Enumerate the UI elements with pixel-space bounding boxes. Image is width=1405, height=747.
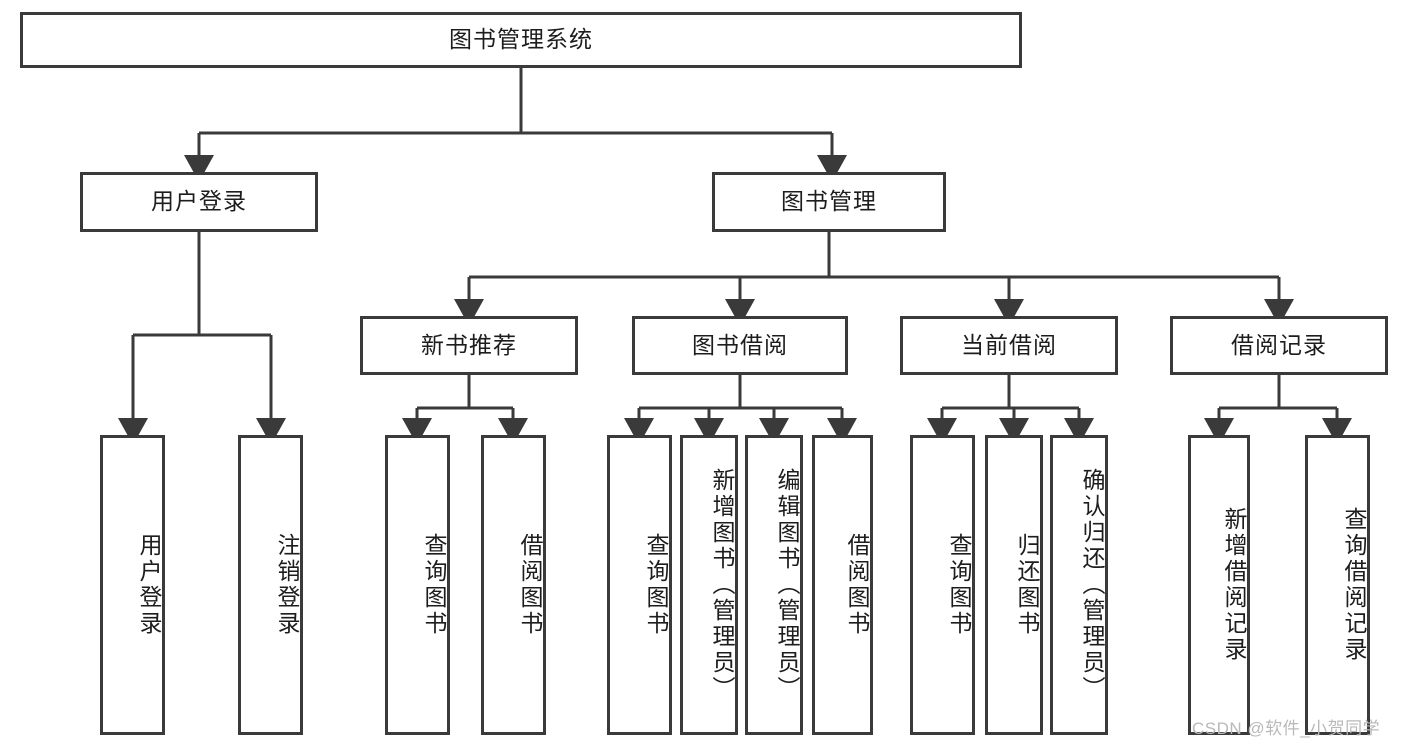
node-current-borrow[interactable]: 当前借阅 bbox=[900, 316, 1118, 375]
node-book-management[interactable]: 图书管理 bbox=[712, 172, 946, 232]
leaf-node-label: 确认归还（管理员） bbox=[1079, 468, 1105, 702]
node-book-management-label: 图书管理 bbox=[781, 188, 877, 215]
leaf-node-label: 查询图书 bbox=[421, 533, 447, 637]
leaf-node-label: 注销登录 bbox=[274, 533, 300, 637]
leaf-node-label: 归还图书 bbox=[1014, 533, 1040, 637]
node-new-book-recommend-label: 新书推荐 bbox=[421, 331, 517, 358]
node-book-borrow-label: 图书借阅 bbox=[692, 331, 788, 358]
csdn-watermark: CSDN @软件_小贺同学 bbox=[1192, 719, 1381, 738]
leaf-node[interactable]: 新增借阅记录 bbox=[1188, 435, 1250, 735]
node-user-login-label: 用户登录 bbox=[151, 188, 247, 215]
leaf-node[interactable]: 编辑图书（管理员） bbox=[745, 435, 803, 735]
node-root-label: 图书管理系统 bbox=[449, 26, 593, 53]
leaf-node[interactable]: 查询图书 bbox=[385, 435, 450, 735]
leaf-node-label: 新增图书（管理员） bbox=[709, 468, 735, 702]
leaf-node-label: 借阅图书 bbox=[844, 533, 870, 637]
leaf-node-label: 借阅图书 bbox=[517, 533, 543, 637]
leaf-node[interactable]: 查询图书 bbox=[910, 435, 975, 735]
leaf-node-label: 编辑图书（管理员） bbox=[774, 468, 800, 702]
leaf-node[interactable]: 用户登录 bbox=[100, 435, 165, 735]
node-user-login[interactable]: 用户登录 bbox=[80, 172, 318, 232]
node-new-book-recommend[interactable]: 新书推荐 bbox=[360, 316, 578, 375]
leaf-node-label: 查询借阅记录 bbox=[1341, 507, 1367, 663]
leaf-node[interactable]: 借阅图书 bbox=[812, 435, 873, 735]
leaf-node-label: 查询图书 bbox=[643, 533, 669, 637]
leaf-node-label: 新增借阅记录 bbox=[1221, 507, 1247, 663]
node-borrow-record[interactable]: 借阅记录 bbox=[1170, 316, 1388, 375]
leaf-node-label: 用户登录 bbox=[136, 533, 162, 637]
node-borrow-record-label: 借阅记录 bbox=[1231, 331, 1327, 358]
node-root[interactable]: 图书管理系统 bbox=[20, 12, 1022, 68]
leaf-node[interactable]: 新增图书（管理员） bbox=[680, 435, 738, 735]
leaf-node[interactable]: 查询图书 bbox=[607, 435, 672, 735]
leaf-node[interactable]: 注销登录 bbox=[238, 435, 303, 735]
node-book-borrow[interactable]: 图书借阅 bbox=[632, 316, 848, 375]
leaf-node-label: 查询图书 bbox=[946, 533, 972, 637]
leaf-node[interactable]: 归还图书 bbox=[985, 435, 1043, 735]
node-current-borrow-label: 当前借阅 bbox=[961, 331, 1057, 358]
leaf-node[interactable]: 查询借阅记录 bbox=[1305, 435, 1370, 735]
leaf-node[interactable]: 借阅图书 bbox=[481, 435, 546, 735]
leaf-node[interactable]: 确认归还（管理员） bbox=[1050, 435, 1108, 735]
